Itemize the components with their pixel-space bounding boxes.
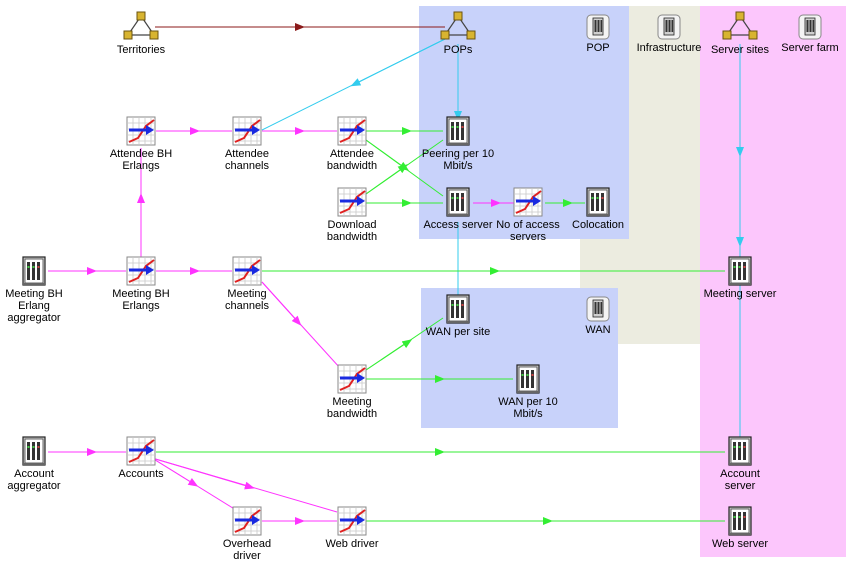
server-icon <box>586 187 610 217</box>
chart-icon <box>126 256 156 286</box>
chart-icon <box>232 506 262 536</box>
chart-icon <box>232 116 262 146</box>
small-server-icon <box>586 296 610 322</box>
server-icon <box>516 364 540 394</box>
node-web-driver[interactable]: Web driver <box>292 506 412 550</box>
node-web-server[interactable]: Web server <box>680 506 800 550</box>
node-meeting-bh-erlangs[interactable]: Meeting BH Erlangs <box>81 256 201 312</box>
server-icon <box>446 294 470 324</box>
chart-icon <box>337 364 367 394</box>
node-meeting-channels[interactable]: Meeting channels <box>187 256 307 312</box>
pop-label: POP <box>586 42 610 54</box>
server-icon <box>728 506 752 536</box>
node-server-sites[interactable]: Server sites <box>680 10 800 56</box>
node-account-aggregator[interactable]: Account aggregator <box>0 436 94 492</box>
node-wan-per-site[interactable]: WAN per site <box>398 294 518 338</box>
chart-icon <box>126 116 156 146</box>
territory-triangle-icon <box>722 10 758 42</box>
node-pops[interactable]: POPs <box>398 10 518 56</box>
territory-triangle-icon <box>123 10 159 42</box>
small-server-icon <box>798 14 822 40</box>
server-farm-label: Server farm <box>781 42 839 54</box>
node-no-of-access-servers[interactable]: No of access servers <box>468 187 588 243</box>
chart-icon <box>337 506 367 536</box>
chart-icon <box>337 116 367 146</box>
node-accounts[interactable]: Accounts <box>81 436 201 480</box>
pop-region-label: POP <box>538 14 658 54</box>
chart-icon <box>232 256 262 286</box>
node-download-bandwidth[interactable]: Download bandwidth <box>292 187 412 243</box>
small-server-icon <box>657 14 681 40</box>
infrastructure-label: Infrastructure <box>636 42 702 54</box>
infrastructure-region-label: Infrastructure <box>609 14 729 54</box>
node-attendee-channels[interactable]: Attendee channels <box>187 116 307 172</box>
server-icon <box>728 436 752 466</box>
node-meeting-bandwidth[interactable]: Meeting bandwidth <box>292 364 412 420</box>
node-attendee-bh-erlangs[interactable]: Attendee BH Erlangs <box>81 116 201 172</box>
territory-triangle-icon <box>440 10 476 42</box>
node-attendee-bandwidth[interactable]: Attendee bandwidth <box>292 116 412 172</box>
server-icon <box>22 436 46 466</box>
node-meeting-bh-erlang-aggregator[interactable]: Meeting BH Erlang aggregator <box>0 256 94 324</box>
node-colocation[interactable]: Colocation <box>538 187 658 231</box>
node-account-server[interactable]: Account server <box>680 436 800 492</box>
server-icon <box>446 187 470 217</box>
node-meeting-server[interactable]: Meeting server <box>680 256 800 300</box>
server-farm-region <box>700 6 846 557</box>
node-territories[interactable]: Territories <box>81 10 201 56</box>
small-server-icon <box>586 14 610 40</box>
node-wan-per-10[interactable]: WAN per 10 Mbit/s <box>468 364 588 420</box>
server-icon <box>728 256 752 286</box>
server-icon <box>446 116 470 146</box>
server-icon <box>22 256 46 286</box>
wan-label: WAN <box>585 324 611 336</box>
wan-region-label: WAN <box>538 296 658 336</box>
chart-icon <box>126 436 156 466</box>
node-peering-per-10[interactable]: Peering per 10 Mbit/s <box>398 116 518 172</box>
chart-icon <box>337 187 367 217</box>
node-overhead-driver[interactable]: Overhead driver <box>187 506 307 562</box>
server-farm-region-label: Server farm <box>750 14 850 54</box>
node-access-server[interactable]: Access server <box>398 187 518 231</box>
